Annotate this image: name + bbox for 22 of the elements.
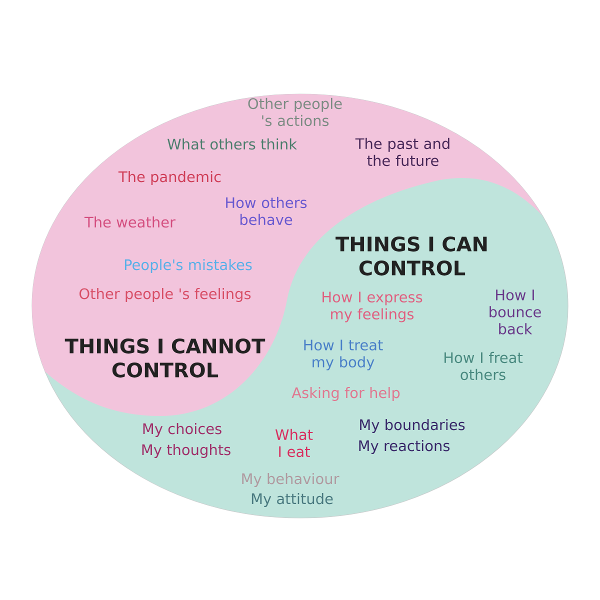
item-text: How I freat others	[444, 352, 523, 380]
item-text: Asking for help	[292, 386, 400, 402]
item-text: People's mistakes	[124, 258, 252, 274]
heading: THINGS I CAN CONTROL	[336, 236, 487, 276]
item-text: What I eat	[275, 428, 313, 458]
item-text: How I express my feelings	[322, 292, 422, 322]
item-text: What others think	[168, 138, 297, 150]
item-text: My boundaries	[360, 418, 465, 434]
item-text: Other people 's actions	[248, 98, 342, 126]
item-text: My thoughts	[142, 444, 230, 458]
item-text: My choices	[143, 422, 222, 438]
item-text: The weather	[84, 216, 176, 228]
item-text: How I bounce back	[490, 290, 541, 334]
item-text: My attitude	[252, 492, 333, 508]
item-text: Other people 's feelings	[80, 288, 251, 302]
item-text: My reactions	[359, 440, 450, 454]
item-text: How I treat my body	[304, 340, 383, 370]
heading: THINGS I CANNOT CONTROL	[64, 338, 266, 378]
item-text: My behaviour	[242, 472, 340, 488]
item-text: The past and the future	[355, 138, 450, 166]
item-text: The pandemic	[118, 170, 221, 186]
item-text: How others behave	[226, 196, 307, 226]
